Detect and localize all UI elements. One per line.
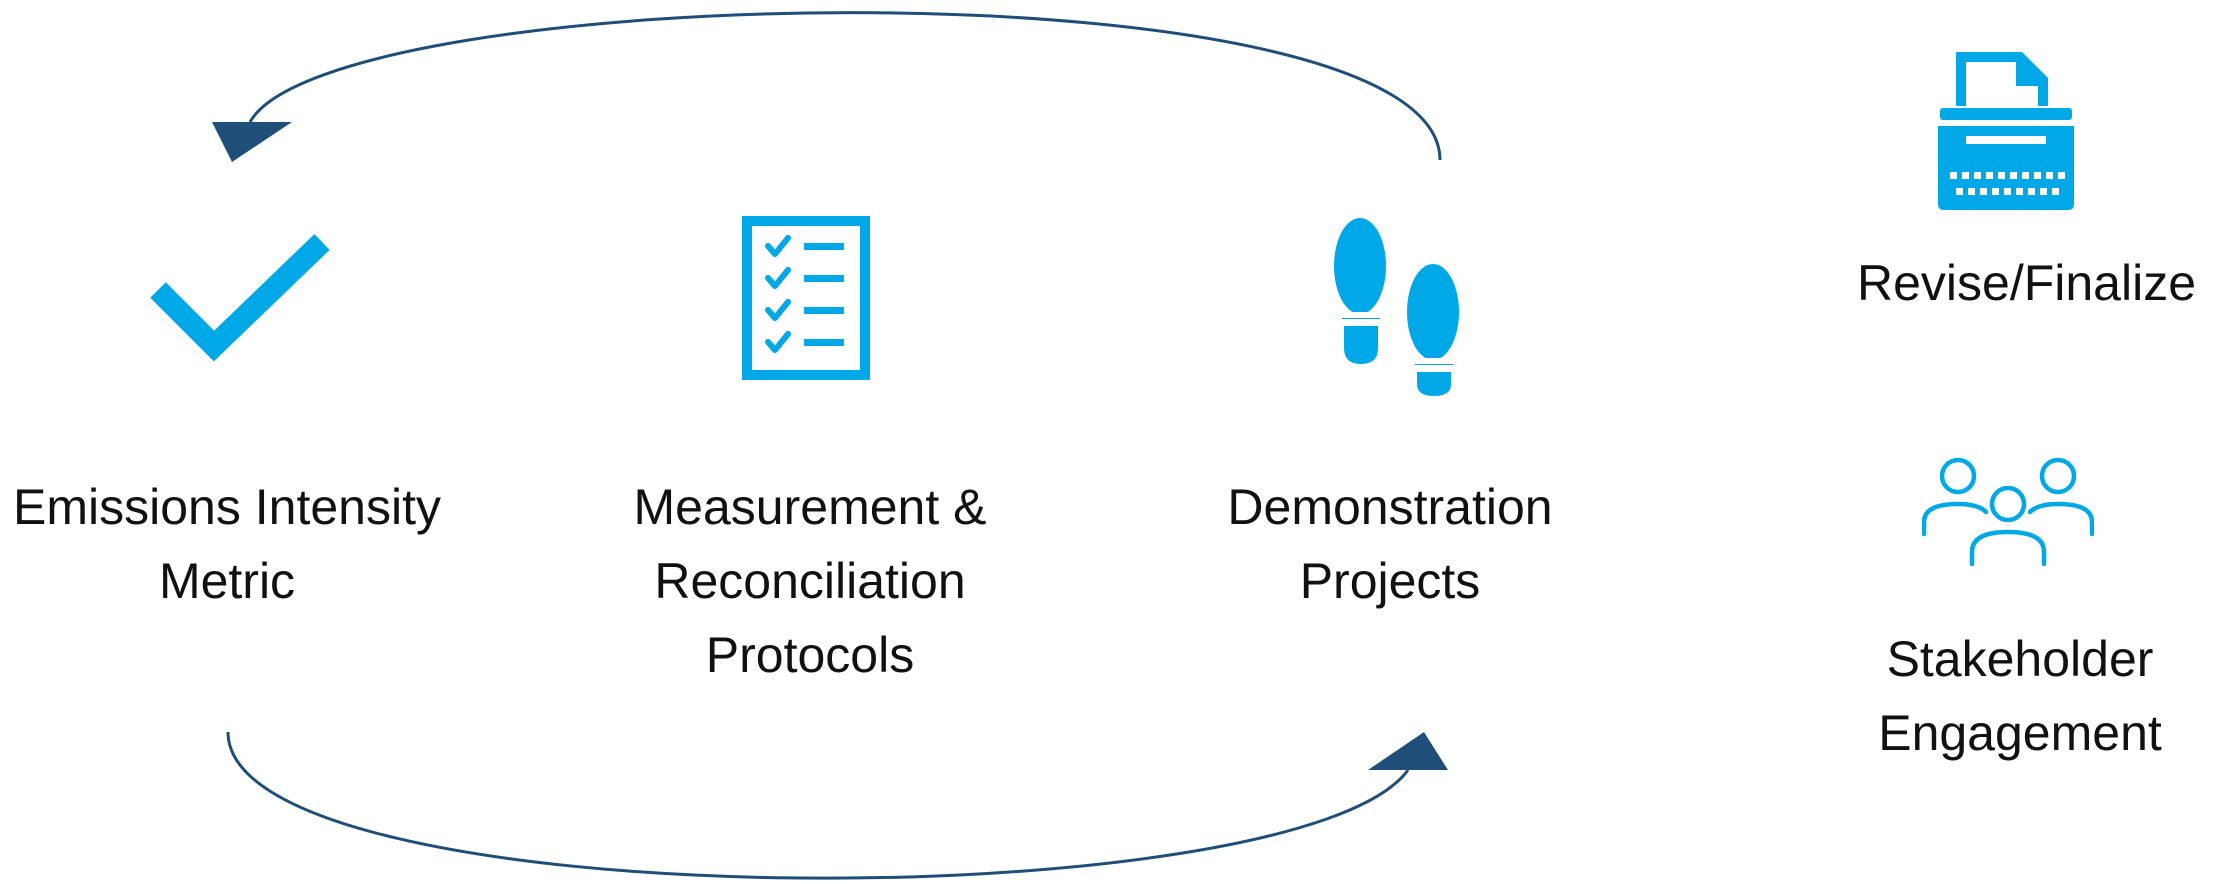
forward-arrow-head xyxy=(1368,732,1448,770)
typewriter-icon xyxy=(1936,50,2076,212)
side-label-line: Revise/Finalize xyxy=(1856,255,2196,311)
step-label-line: Metric xyxy=(158,553,296,609)
side-label-stakeholder: Stakeholder Engagement xyxy=(1820,622,2220,770)
step-label-line: Measurement & xyxy=(633,479,987,535)
step-label-line: Reconciliation xyxy=(654,553,966,609)
step-label-line: Protocols xyxy=(705,627,915,683)
checkmark-icon xyxy=(146,230,336,366)
step-label-line: Projects xyxy=(1299,553,1481,609)
side-label-line: Engagement xyxy=(1878,705,2162,761)
step-label-demonstration: Demonstration Projects xyxy=(1150,470,1630,618)
step-label-line: Emissions Intensity xyxy=(13,479,441,535)
side-label-revise: Revise/Finalize xyxy=(1830,246,2223,320)
step-label-line: Demonstration xyxy=(1227,479,1553,535)
people-group-icon xyxy=(1922,456,2094,566)
forward-arrow-line xyxy=(226,731,1410,880)
footprints-icon xyxy=(1332,214,1462,396)
side-label-line: Stakeholder xyxy=(1886,631,2154,687)
checklist-icon xyxy=(742,216,870,380)
return-arrow-head xyxy=(212,122,292,162)
step-label-emissions: Emissions Intensity Metric xyxy=(0,470,454,618)
return-arrow-line xyxy=(248,11,1442,161)
step-label-measurement: Measurement & Reconciliation Protocols xyxy=(560,470,1060,692)
